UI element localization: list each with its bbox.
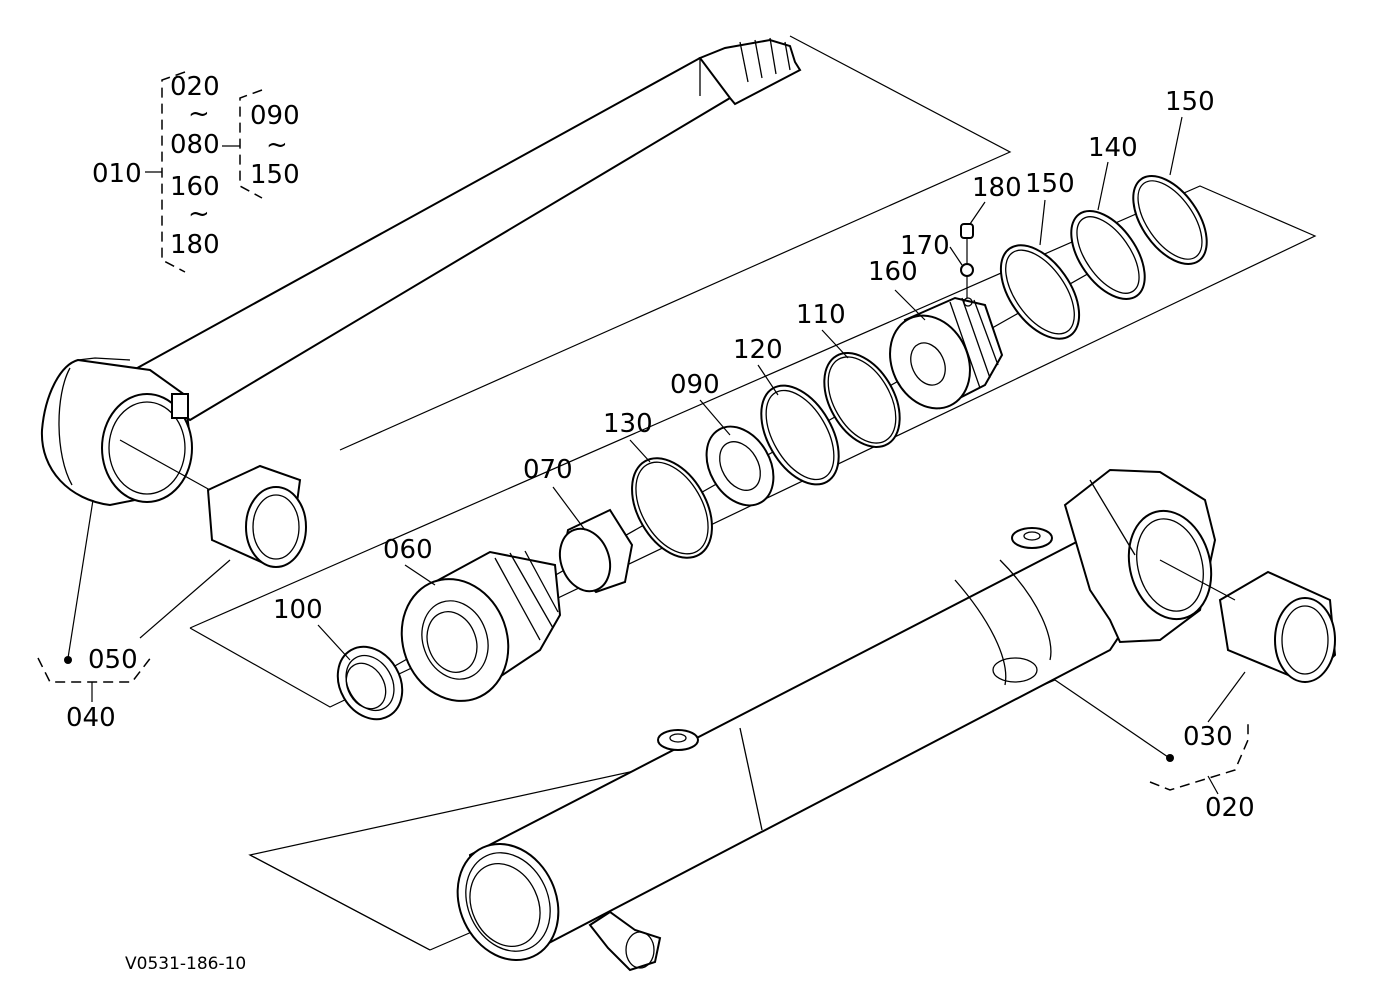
label-140: 140 bbox=[1088, 133, 1138, 163]
rod-bushing-050 bbox=[206, 464, 307, 568]
label-020-range-start: 020 bbox=[170, 72, 220, 102]
label-150-b: 150 bbox=[1165, 87, 1215, 117]
steel-ball-170 bbox=[960, 263, 974, 277]
tube-bushing-030 bbox=[1218, 570, 1337, 684]
backup-ring-090 bbox=[705, 425, 775, 507]
label-180-range: 180 bbox=[170, 230, 220, 260]
drawing-code: V0531-186-10 bbox=[125, 954, 246, 974]
piston-160 bbox=[889, 296, 1004, 410]
rod-explode-plane bbox=[339, 35, 1012, 451]
piston-rod bbox=[40, 37, 802, 507]
label-150-range: 150 bbox=[250, 160, 300, 190]
head-explode-plane bbox=[189, 185, 1317, 708]
range-mark-2: ~ bbox=[188, 199, 210, 229]
label-070: 070 bbox=[523, 455, 573, 485]
label-080: 080 bbox=[170, 130, 220, 160]
piston-seal-140 bbox=[1070, 210, 1146, 300]
set-screw-180 bbox=[960, 223, 974, 239]
label-090: 090 bbox=[670, 370, 720, 400]
label-180: 180 bbox=[972, 173, 1022, 203]
collar-070 bbox=[558, 508, 634, 594]
label-150-a: 150 bbox=[1025, 169, 1075, 199]
bracket-080 bbox=[239, 89, 263, 199]
bracket-040 bbox=[37, 655, 153, 683]
cylinder-tube bbox=[456, 468, 1217, 972]
label-020: 020 bbox=[1205, 793, 1255, 823]
bracket-010 bbox=[161, 71, 186, 273]
label-010: 010 bbox=[92, 159, 142, 189]
o-ring-110 bbox=[823, 352, 901, 448]
bracket-020 bbox=[1149, 720, 1249, 791]
label-110: 110 bbox=[796, 300, 846, 330]
label-060: 060 bbox=[383, 535, 433, 565]
range-mark-3: ~ bbox=[266, 130, 288, 160]
label-090-range: 090 bbox=[250, 101, 300, 131]
cylinder-head-060 bbox=[400, 550, 562, 702]
wiper-seal-100 bbox=[336, 645, 404, 721]
label-160: 160 bbox=[868, 257, 918, 287]
label-130: 130 bbox=[603, 409, 653, 439]
range-mark-1: ~ bbox=[188, 99, 210, 129]
label-050: 050 bbox=[88, 645, 138, 675]
label-160-range: 160 bbox=[170, 172, 220, 202]
wear-ring-150 bbox=[999, 244, 1081, 340]
label-040: 040 bbox=[66, 703, 116, 733]
label-030: 030 bbox=[1183, 722, 1233, 752]
label-100: 100 bbox=[273, 595, 323, 625]
label-120: 120 bbox=[733, 335, 783, 365]
wear-ring-150-second bbox=[1132, 175, 1208, 265]
label-170: 170 bbox=[900, 231, 950, 261]
